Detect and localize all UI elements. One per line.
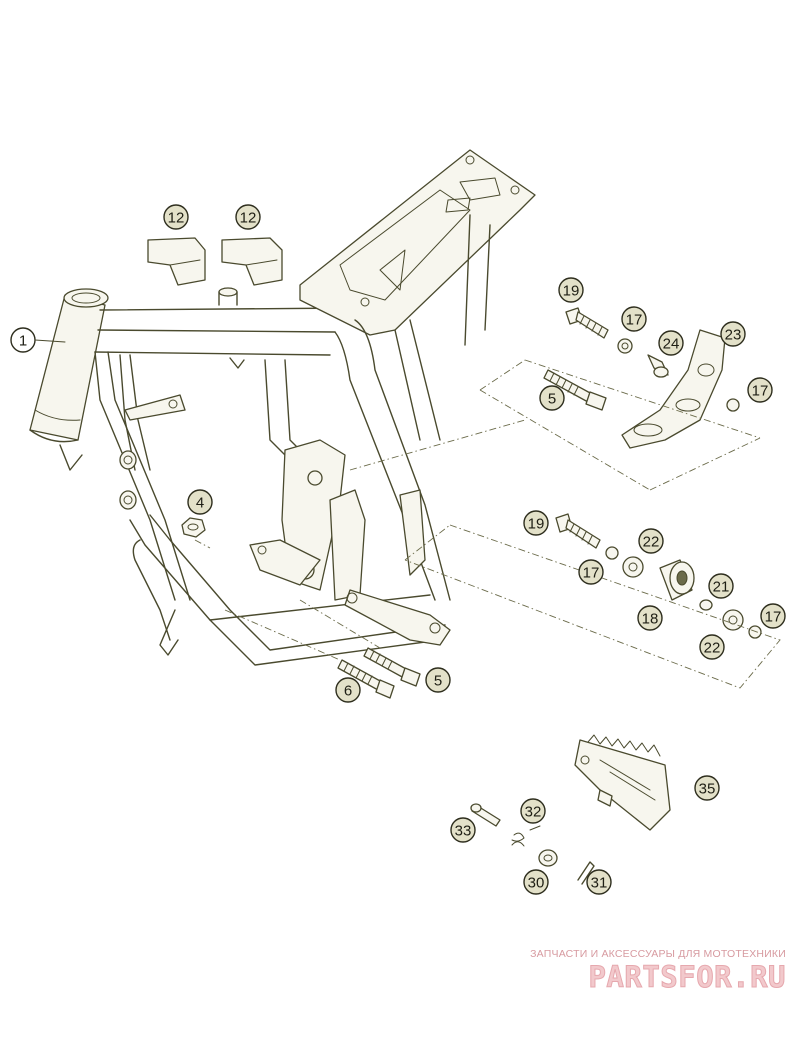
washer-17a <box>617 338 633 354</box>
callout-label: 31 <box>591 875 608 892</box>
footpeg-35 <box>574 734 671 831</box>
bolt-5-upper <box>543 369 607 411</box>
callout-label: 23 <box>725 327 742 344</box>
bolt-6 <box>337 659 395 699</box>
watermark: ЗАПЧАСТИ И АКСЕССУАРЫ ДЛЯ МОТОТЕХНИКИ PA… <box>476 948 786 995</box>
callout-label: 30 <box>528 875 545 892</box>
washer-17c <box>605 546 619 560</box>
callout-21: 21 <box>708 573 734 599</box>
callout-4: 4 <box>187 489 213 515</box>
callout-23: 23 <box>720 321 746 347</box>
callout-label: 4 <box>196 495 204 512</box>
bolt-19-lower <box>555 513 601 549</box>
watermark-logo: PARTSFOR.RU <box>588 960 786 995</box>
callout-17d: 17 <box>760 603 786 629</box>
spacer-24 <box>647 354 669 378</box>
callout-30: 30 <box>523 869 549 895</box>
callout-1: 1 <box>10 327 66 353</box>
callout-label: 35 <box>699 781 716 798</box>
callout-label: 24 <box>663 336 680 353</box>
callout-22a: 22 <box>638 528 664 554</box>
cotter-pin-31 <box>577 861 595 885</box>
callout-19a: 19 <box>558 277 584 303</box>
callout-label: 5 <box>548 391 556 408</box>
callout-17b: 17 <box>747 377 773 403</box>
callout-label: 32 <box>525 804 542 821</box>
watermark-tagline: ЗАПЧАСТИ И АКСЕССУАРЫ ДЛЯ МОТОТЕХНИКИ <box>530 948 786 960</box>
callout-5a: 5 <box>539 385 565 411</box>
callout-17a: 17 <box>621 306 647 332</box>
callout-label: 1 <box>19 333 27 350</box>
callout-label: 6 <box>344 683 352 700</box>
washer-17d <box>748 625 762 639</box>
roller-18 <box>659 559 695 601</box>
callout-18: 18 <box>637 605 663 631</box>
callout-35: 35 <box>694 775 720 801</box>
callout-label: 12 <box>168 210 185 227</box>
callout-6: 6 <box>335 677 361 703</box>
washer-17b <box>726 398 740 412</box>
callout-33: 33 <box>450 817 476 843</box>
callout-label: 17 <box>752 383 769 400</box>
bearing-22a <box>622 556 644 578</box>
spacer-21 <box>699 599 713 611</box>
callout-label: 18 <box>642 611 659 628</box>
rubber-pad-12a <box>147 237 206 286</box>
callout-32: 32 <box>520 798 546 824</box>
rubber-pad-12b <box>221 237 283 286</box>
callout-label: 21 <box>713 579 730 596</box>
callout-12a: 12 <box>163 204 189 230</box>
callout-label: 17 <box>583 565 600 582</box>
spring-32 <box>511 825 541 847</box>
bracket-23 <box>621 329 726 449</box>
callout-19b: 19 <box>523 510 549 536</box>
callout-label: 22 <box>704 640 721 657</box>
assembly-lines <box>194 359 781 689</box>
washer-30 <box>538 849 558 867</box>
bearing-22b <box>722 609 744 631</box>
bolt-19-upper <box>565 307 609 339</box>
bolt-5-lower <box>363 647 421 687</box>
nut-4 <box>181 517 206 538</box>
callout-label: 22 <box>643 534 660 551</box>
callout-label: 19 <box>563 283 580 300</box>
callout-label: 17 <box>626 312 643 329</box>
callout-31: 31 <box>586 869 612 895</box>
callout-22b: 22 <box>699 634 725 660</box>
frame-drawing <box>29 149 536 666</box>
callout-label: 19 <box>528 516 545 533</box>
callout-label: 5 <box>434 673 442 690</box>
callout-5b: 5 <box>425 667 451 693</box>
callout-24: 24 <box>658 330 684 356</box>
callout-label: 12 <box>240 210 257 227</box>
callout-label: 33 <box>455 823 472 840</box>
pin-33 <box>470 803 501 827</box>
callout-label: 17 <box>765 609 782 626</box>
callout-17c: 17 <box>578 559 604 585</box>
callout-12b: 12 <box>235 204 261 230</box>
